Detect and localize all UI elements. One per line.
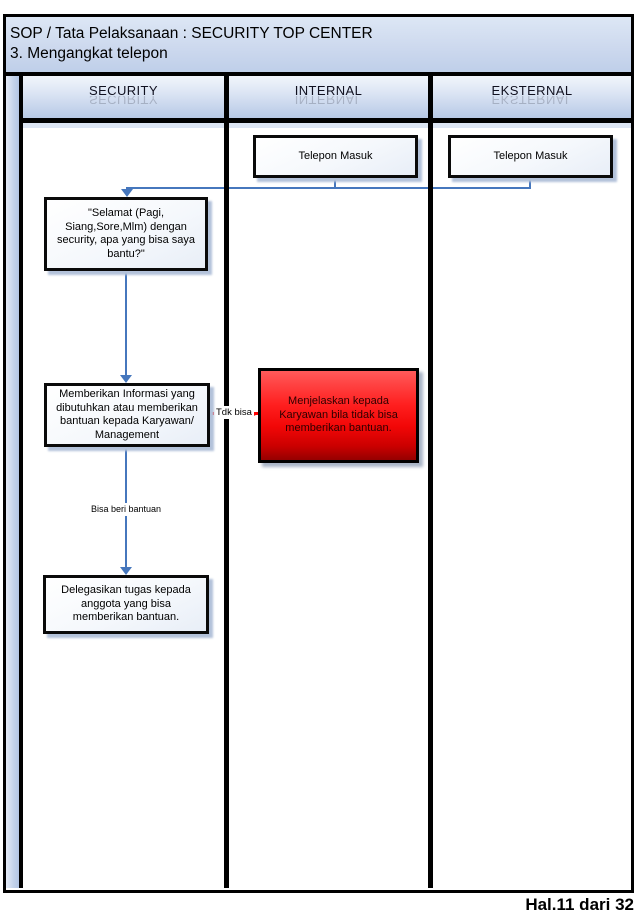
lane-header-label: EKSTERNAL bbox=[491, 83, 573, 98]
flow-node-menjelaskan-alert: Menjelaskan kepada Karyawan bila tidak b… bbox=[258, 368, 419, 463]
flow-node-memberikan-informasi: Memberikan Informasi yang dibutuhkan ata… bbox=[44, 383, 210, 447]
flow-node-telepon-masuk-eksternal: Telepon Masuk bbox=[448, 135, 613, 178]
lane-divider-internal-eksternal bbox=[428, 76, 433, 888]
flow-node-delegasikan-tugas: Delegasikan tugas kepada anggota yang bi… bbox=[43, 575, 209, 634]
connector-horizontal-line bbox=[126, 187, 531, 189]
page-number: Hal.11 dari 32 bbox=[525, 895, 634, 914]
lane-divider-security-internal bbox=[224, 76, 229, 888]
lane-header-internal: INTERNAL INTERNAL bbox=[229, 76, 428, 123]
lane-header-label: SECURITY bbox=[89, 83, 158, 98]
lane-header-reflection: EKSTERNAL bbox=[491, 96, 573, 107]
connector-internal-stub bbox=[334, 177, 336, 189]
lane-header-label: INTERNAL bbox=[294, 83, 363, 98]
arrow-down-icon bbox=[120, 375, 132, 383]
lane-header-eksternal: EKSTERNAL EKSTERNAL bbox=[433, 76, 631, 123]
flow-node-greeting: "Selamat (Pagi, Siang,Sore,Mlm) dengan s… bbox=[44, 197, 208, 271]
connector-greeting-to-info bbox=[125, 270, 127, 376]
lane-header-reflection: SECURITY bbox=[89, 96, 158, 107]
title-line-1: SOP / Tata Pelaksanaan : SECURITY TOP CE… bbox=[10, 25, 373, 42]
arrow-down-icon bbox=[121, 189, 133, 197]
flow-node-telepon-masuk-internal: Telepon Masuk bbox=[253, 135, 418, 178]
left-margin-strip bbox=[6, 76, 23, 888]
title-line-2: 3. Mengangkat telepon bbox=[10, 45, 168, 62]
connector-eksternal-stub bbox=[529, 177, 531, 189]
lane-header-reflection: INTERNAL bbox=[294, 96, 363, 107]
arrow-down-icon bbox=[120, 567, 132, 575]
lane-header-security: SECURITY SECURITY bbox=[23, 76, 224, 123]
header-shadow-band bbox=[23, 123, 631, 128]
edge-label-bisa-beri-bantuan: Bisa beri bantuan bbox=[89, 503, 164, 516]
document-title-bar: SOP / Tata Pelaksanaan : SECURITY TOP CE… bbox=[6, 17, 631, 76]
edge-label-tdk-bisa: Tdk bisa bbox=[214, 406, 254, 419]
